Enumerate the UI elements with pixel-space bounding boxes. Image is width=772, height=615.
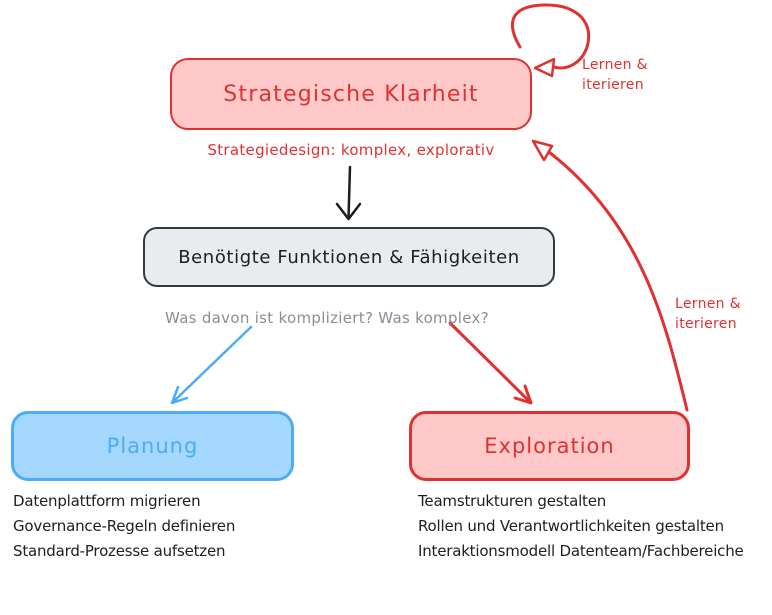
- self-loop-arrow: [510, 3, 591, 78]
- exploration-arrow-head-icon: [513, 384, 533, 405]
- label-lernen-iterieren-right: Lernen & iterieren: [675, 296, 741, 332]
- feedback-arrow: [531, 139, 689, 412]
- exploration-arrow: [448, 321, 533, 405]
- planung-arrow-head-icon: [170, 385, 189, 405]
- planung-list: Datenplattform migrieren Governance-Rege…: [13, 489, 235, 564]
- node-exploration: Exploration: [409, 411, 690, 481]
- label-lernen-iterieren-top: Lernen & iterieren: [582, 57, 648, 93]
- planung-arrow-line: [171, 325, 253, 404]
- exploration-arrow-line: [448, 321, 532, 404]
- exploration-list-item: Teamstrukturen gestalten: [418, 492, 607, 510]
- planung-list-item: Datenplattform migrieren: [13, 492, 201, 510]
- feedback-arrow-line: [543, 147, 689, 412]
- node-strategische-klarheit: Strategische Klarheit: [170, 58, 532, 130]
- caption-kompliziert-komplex: Was davon ist kompliziert? Was komplex?: [165, 309, 489, 327]
- node-exploration-label: Exploration: [484, 434, 615, 458]
- down-arrow-head-icon: [335, 202, 362, 221]
- self-loop-path: [510, 3, 591, 70]
- down-arrow: [335, 165, 362, 221]
- exploration-list-item: Interaktionsmodell Datenteam/Fachbereich…: [418, 542, 744, 560]
- node-funktionen-faehigkeiten-label: Benötigte Funktionen & Fähigkeiten: [178, 246, 520, 268]
- feedback-arrow-head-icon: [531, 139, 554, 162]
- node-planung-label: Planung: [106, 434, 199, 458]
- planung-list-item: Standard-Prozesse aufsetzen: [13, 542, 226, 560]
- node-funktionen-faehigkeiten: Benötigte Funktionen & Fähigkeiten: [143, 227, 555, 287]
- node-strategische-klarheit-label: Strategische Klarheit: [223, 81, 479, 107]
- caption-strategiedesign: Strategiedesign: komplex, explorativ: [207, 141, 495, 159]
- exploration-list-item: Rollen und Verantwortlichkeiten gestalte…: [418, 517, 724, 535]
- exploration-list: Teamstrukturen gestalten Rollen und Vera…: [418, 489, 744, 564]
- planung-list-item: Governance-Regeln definieren: [13, 517, 236, 535]
- self-loop-arrowhead-icon: [533, 57, 556, 78]
- node-planung: Planung: [11, 411, 294, 481]
- down-arrow-line: [347, 165, 352, 220]
- planung-arrow: [170, 325, 253, 405]
